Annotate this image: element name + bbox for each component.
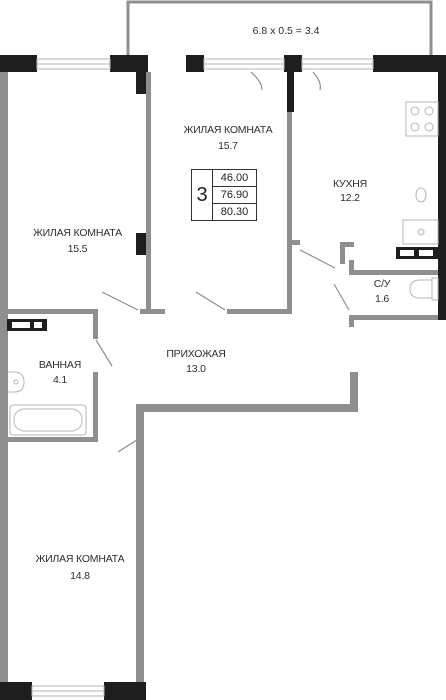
balcony-formula: 6.8 x 0.5 = 3.4 [253,25,320,37]
room-area-living-bottom: 14.8 [70,570,90,582]
room-name-bathroom: ВАННАЯ [38,359,82,371]
room-name-hallway: ПРИХОЖАЯ [166,348,226,360]
room-count: 3 [196,184,208,206]
room-area-kitchen: 12.2 [340,192,360,204]
room-area-bathroom: 4.1 [53,374,67,386]
room-area-living-left: 15.5 [67,243,88,255]
room-name-wc: С/У [373,278,391,290]
bathroom-fixtures [8,371,87,436]
area-total-with-balcony: 80.30 [220,206,249,218]
column-inner-marks [12,250,433,328]
room-name-kitchen: КУХНЯ [332,178,368,190]
room-name-living-left: ЖИЛАЯ КОМНАТА [33,227,122,239]
wc-fixtures [409,277,439,301]
windows [31,58,374,697]
room-area-wc: 1.6 [375,293,389,305]
door-swings [95,71,350,453]
balcony [126,0,433,58]
area-summary-box: 3 46.00 76.90 80.30 [191,169,257,221]
kitchen-fixtures [402,101,439,245]
interior-walls [8,72,438,442]
area-living: 46.00 [213,170,256,187]
area-total: 76.90 [213,187,256,204]
room-name-living-bottom: ЖИЛАЯ КОМНАТА [35,553,125,565]
room-area-living-top: 15.7 [218,140,238,152]
room-area-hallway: 13.0 [186,363,206,375]
structural-columns [0,55,446,700]
room-name-living-top: ЖИЛАЯ КОМНАТА [183,124,273,136]
